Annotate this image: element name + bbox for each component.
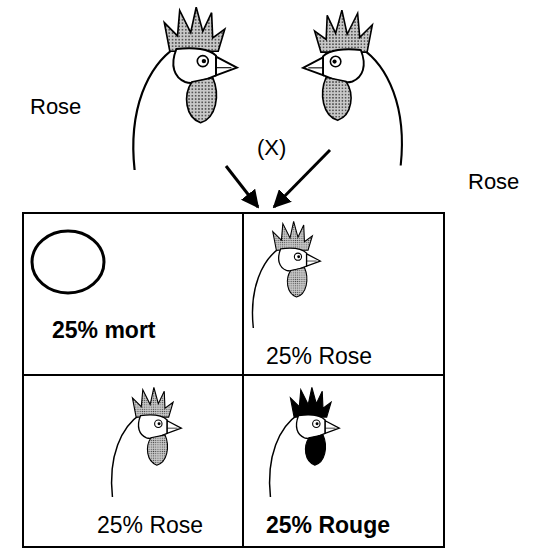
parent-rooster xyxy=(133,7,237,170)
cross-arrow xyxy=(226,166,258,207)
egg xyxy=(32,231,104,293)
offspring-cell: 25% mort xyxy=(22,212,243,375)
offspring-rooster xyxy=(112,387,182,497)
cross-symbol: (X) xyxy=(257,136,286,160)
percentage-label: 25% Rouge xyxy=(266,513,390,538)
offspring-cell: 25% Rose xyxy=(22,375,243,548)
offspring-rooster xyxy=(270,387,340,497)
percentage-label: 25% mort xyxy=(52,318,156,343)
parent-label: Rose xyxy=(30,95,81,119)
parent-label: Rose xyxy=(468,170,519,194)
percentage-label: 25% Rose xyxy=(97,513,203,538)
offspring-cell: 25% Rose xyxy=(243,212,445,375)
offspring-cell: 25% Rouge xyxy=(243,375,445,548)
offspring-rooster xyxy=(252,221,320,328)
percentage-label: 25% Rose xyxy=(266,344,372,369)
parent-rooster xyxy=(303,10,402,165)
